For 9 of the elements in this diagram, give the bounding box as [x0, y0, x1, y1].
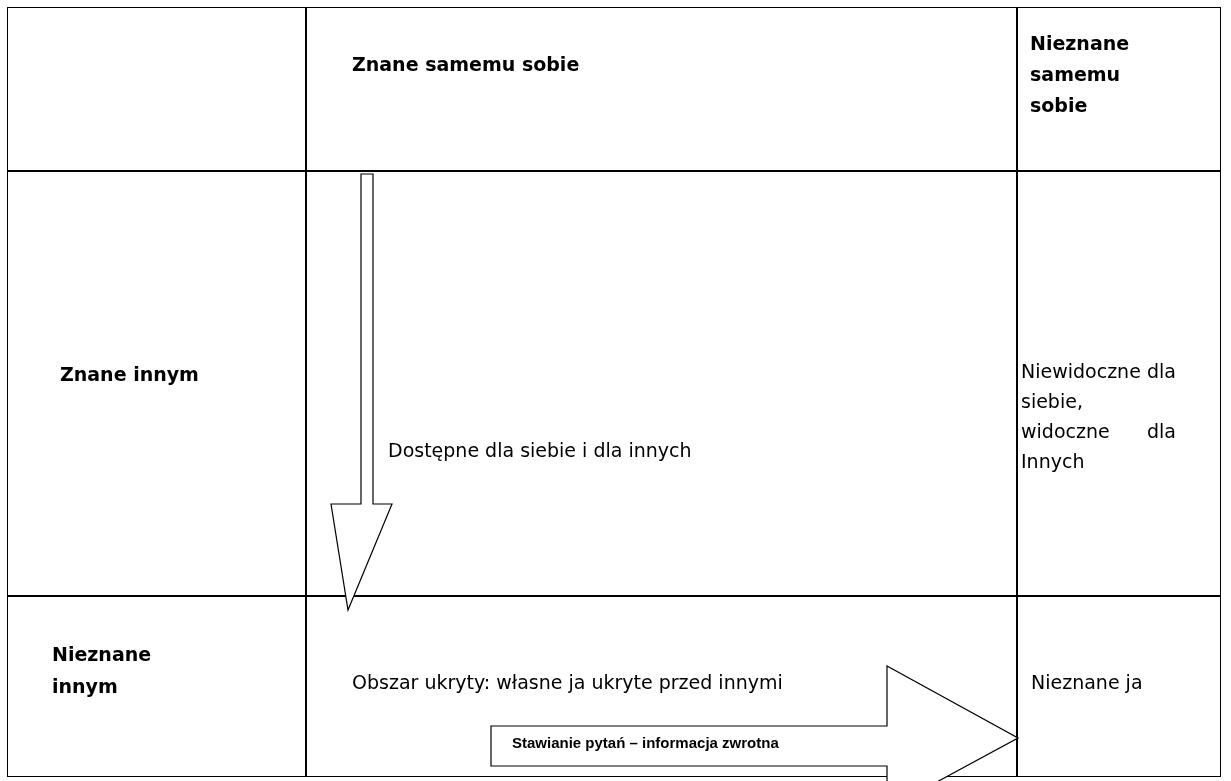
quadrant-text: Niewidoczne dla siebie, widoczne dla Innych: [1021, 359, 1176, 474]
quadrant-text: Nieznane ja: [1031, 670, 1144, 695]
row-header: Znane innym: [60, 362, 200, 387]
quadrant-text: Obszar ukryty: własne ja ukryte przed innymi: [352, 670, 784, 695]
arrow-label: Stawianie pytań – informacja zwrotna: [512, 734, 779, 751]
row-header: Nieznane innym: [52, 642, 153, 699]
column-header: Znane samemu sobie: [352, 52, 581, 77]
column-header: Nieznane samemu sobie: [1030, 31, 1131, 118]
quadrant-text: Dostępne dla siebie i dla innych: [388, 438, 693, 463]
